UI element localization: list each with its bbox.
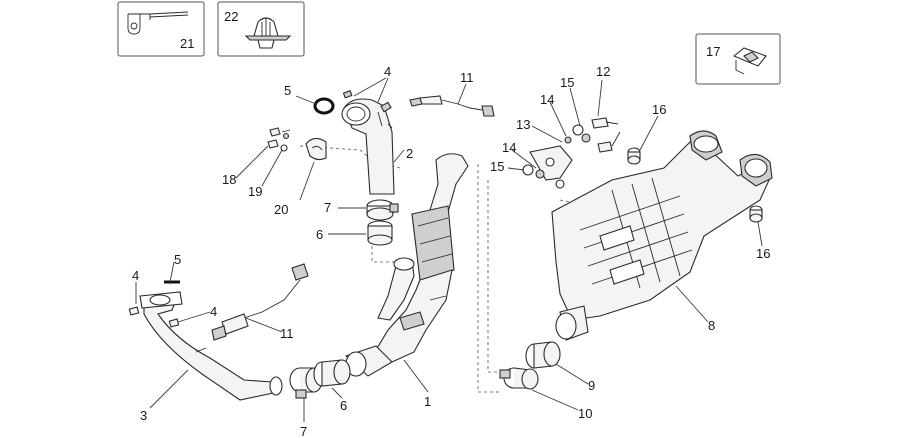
callout-10: 10 <box>578 406 592 421</box>
heat-shield-part-20 <box>305 137 327 161</box>
leader-lines <box>135 77 763 422</box>
callout-13: 13 <box>516 117 530 132</box>
callout-15-upper: 15 <box>560 75 574 90</box>
callout-3: 3 <box>140 408 147 423</box>
callout-11-upper: 11 <box>460 70 474 85</box>
sleeve-part-9 <box>525 341 561 369</box>
callout-15-lower: 15 <box>490 159 504 174</box>
callout-5-upper: 5 <box>284 83 291 98</box>
callout-20: 20 <box>274 202 288 217</box>
callout-4-left: 4 <box>132 268 139 283</box>
lambda-sensor-lower-part-11 <box>211 263 309 341</box>
o-ring-upper-part-5 <box>313 97 335 115</box>
callout-16-upper: 16 <box>652 102 666 117</box>
callout-22: 22 <box>224 9 238 24</box>
callout-14-upper: 14 <box>540 92 554 107</box>
clamp-upper-part-7 <box>366 199 399 221</box>
callout-16-lower: 16 <box>756 246 770 261</box>
studs-lower-part-4 <box>128 306 180 328</box>
bracket-and-fasteners-parts-12-15 <box>522 117 621 189</box>
callout-12: 12 <box>596 64 610 79</box>
callout-8: 8 <box>708 318 715 333</box>
callout-17: 17 <box>706 44 720 59</box>
callout-9: 9 <box>588 378 595 393</box>
silencer-part-8 <box>551 130 773 341</box>
lambda-sensor-upper-part-11 <box>409 95 495 117</box>
callout-labels: 4 5 11 2 7 6 18 19 20 5 4 4 11 3 1 6 7 8… <box>132 64 770 438</box>
callout-21: 21 <box>180 36 194 51</box>
callout-6-lower: 6 <box>340 398 347 413</box>
front-header-pipe-part-2 <box>341 90 395 195</box>
callout-11-lower: 11 <box>280 326 294 341</box>
callout-18: 18 <box>222 172 236 187</box>
catalyst-header-part-1 <box>344 153 469 377</box>
callout-7-upper: 7 <box>324 200 331 215</box>
sleeve-lower-part-6 <box>313 359 351 387</box>
callout-6-upper: 6 <box>316 227 323 242</box>
grommet-upper-part-16 <box>627 147 641 165</box>
inset-box-part-22: 22 <box>217 1 305 57</box>
grommet-lower-part-16 <box>749 205 763 223</box>
callout-4-upper: 4 <box>384 64 391 79</box>
clamp-part-10 <box>499 367 539 390</box>
sleeve-upper-part-6 <box>367 220 393 246</box>
front-header-lower-part-3 <box>139 291 283 401</box>
callout-1: 1 <box>424 394 431 409</box>
callout-19: 19 <box>248 184 262 199</box>
callout-7-lower: 7 <box>300 424 307 438</box>
callout-14-lower: 14 <box>502 140 516 155</box>
callout-4-lower: 4 <box>210 304 217 319</box>
inset-box-part-17: 17 <box>695 33 781 85</box>
small-fasteners-parts-18-19 <box>267 127 291 152</box>
callout-5-lower: 5 <box>174 252 181 267</box>
inset-box-part-21: 21 <box>117 1 205 57</box>
callout-2: 2 <box>406 146 413 161</box>
